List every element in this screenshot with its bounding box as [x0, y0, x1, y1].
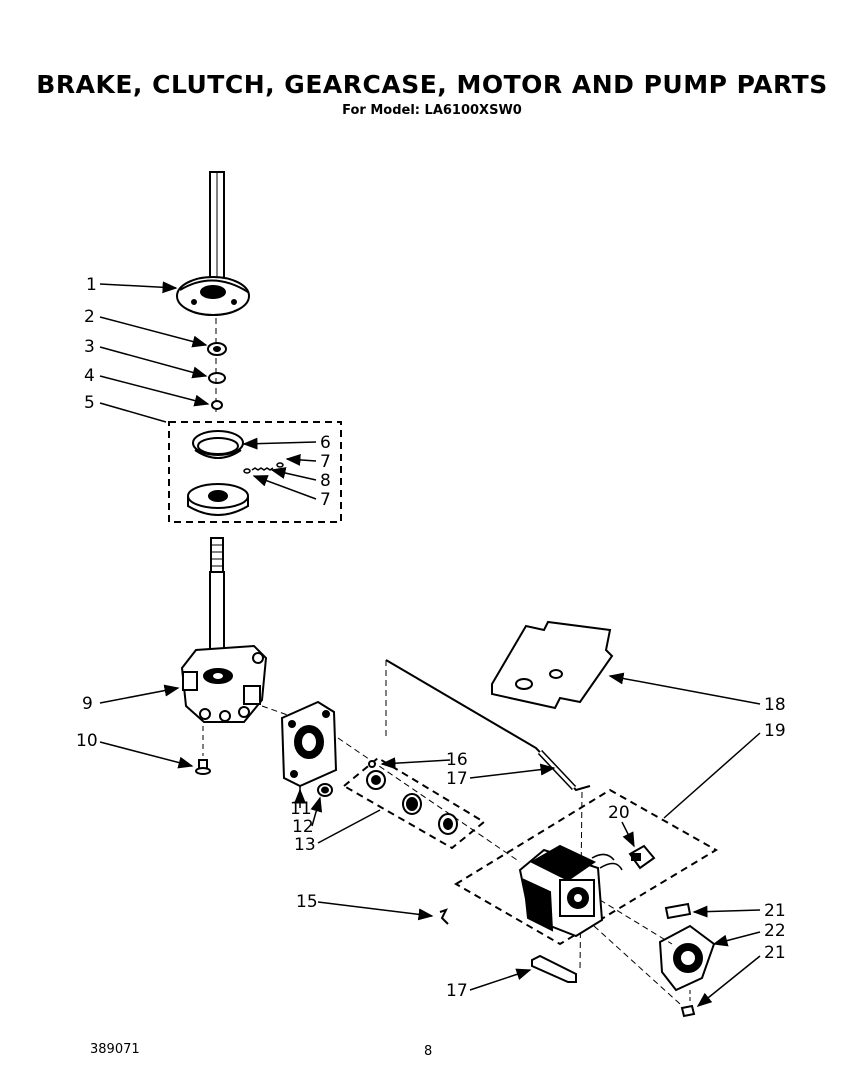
- callout-16: 16: [446, 750, 468, 770]
- motor-box-part-19: [454, 788, 718, 946]
- pump-pulley: [438, 813, 458, 835]
- clutch-kit-box-part-5: [168, 421, 342, 523]
- spring-clip-part-3: [208, 372, 226, 384]
- retainer-part-4: [211, 400, 223, 410]
- callout-11: 11: [290, 799, 312, 819]
- washer-part-2: [207, 342, 227, 356]
- pump-housing: [280, 700, 338, 788]
- callout-5: 5: [84, 393, 95, 413]
- callout-9: 9: [82, 694, 93, 714]
- callout-15: 15: [296, 892, 318, 912]
- callout-leaders: [99, 281, 761, 1007]
- callout-2: 2: [84, 307, 95, 327]
- callout-21b: 21: [764, 943, 786, 963]
- callout-17a: 17: [446, 769, 468, 789]
- clutch-band-part-6: [192, 430, 244, 459]
- pump-nut-part-12: [317, 783, 333, 797]
- callout-numbers: 1 2 3 4 5 6 7 8 7 9 10 11 12 13 15 16 17…: [76, 275, 786, 1001]
- callout-1: 1: [86, 275, 97, 295]
- callout-17b: 17: [446, 981, 468, 1001]
- callout-20: 20: [608, 803, 630, 823]
- page-title: BRAKE, CLUTCH, GEARCASE, MOTOR AND PUMP …: [36, 70, 828, 99]
- page-number: 8: [424, 1044, 433, 1059]
- screw-part-10: [195, 726, 211, 775]
- clutch-spring-part-8: [243, 462, 284, 474]
- drive-shaft: [209, 537, 225, 661]
- brake-cam-part-1: [176, 276, 250, 316]
- motor-clip-part-21-lower: [680, 990, 696, 1018]
- motor-switch-part-20: [628, 844, 656, 870]
- pump-impeller: [402, 793, 422, 815]
- motor-cover-part-22: [658, 924, 716, 992]
- callout-19: 19: [764, 721, 786, 741]
- callout-7b: 7: [320, 490, 331, 510]
- ground-wire-part-17: [385, 659, 591, 971]
- motor: [518, 844, 623, 938]
- pump-seal-kit-box-part-13: [342, 756, 486, 850]
- callout-10: 10: [76, 731, 98, 751]
- callout-22: 22: [764, 921, 786, 941]
- pump-seal-part-16: [366, 760, 386, 790]
- callout-6: 6: [320, 433, 331, 453]
- callout-21a: 21: [764, 901, 786, 921]
- motor-clip-part-21-upper: [664, 902, 692, 920]
- wire-clip-part-15: [439, 908, 449, 925]
- callout-7a: 7: [320, 452, 331, 472]
- gearcase-part-9: [180, 644, 268, 723]
- model-subtitle: For Model: LA6100XSW0: [342, 103, 522, 118]
- clutch-drum: [187, 483, 249, 516]
- callout-18: 18: [764, 695, 786, 715]
- callout-4: 4: [84, 366, 95, 386]
- bracket-part-17-lower: [531, 954, 577, 983]
- callout-8: 8: [320, 471, 331, 491]
- callout-13: 13: [294, 835, 316, 855]
- callout-12: 12: [292, 817, 314, 837]
- callout-3: 3: [84, 337, 95, 357]
- pad-part-18: [491, 620, 614, 710]
- document-number: 389071: [90, 1042, 140, 1057]
- agitator-shaft: [209, 171, 225, 291]
